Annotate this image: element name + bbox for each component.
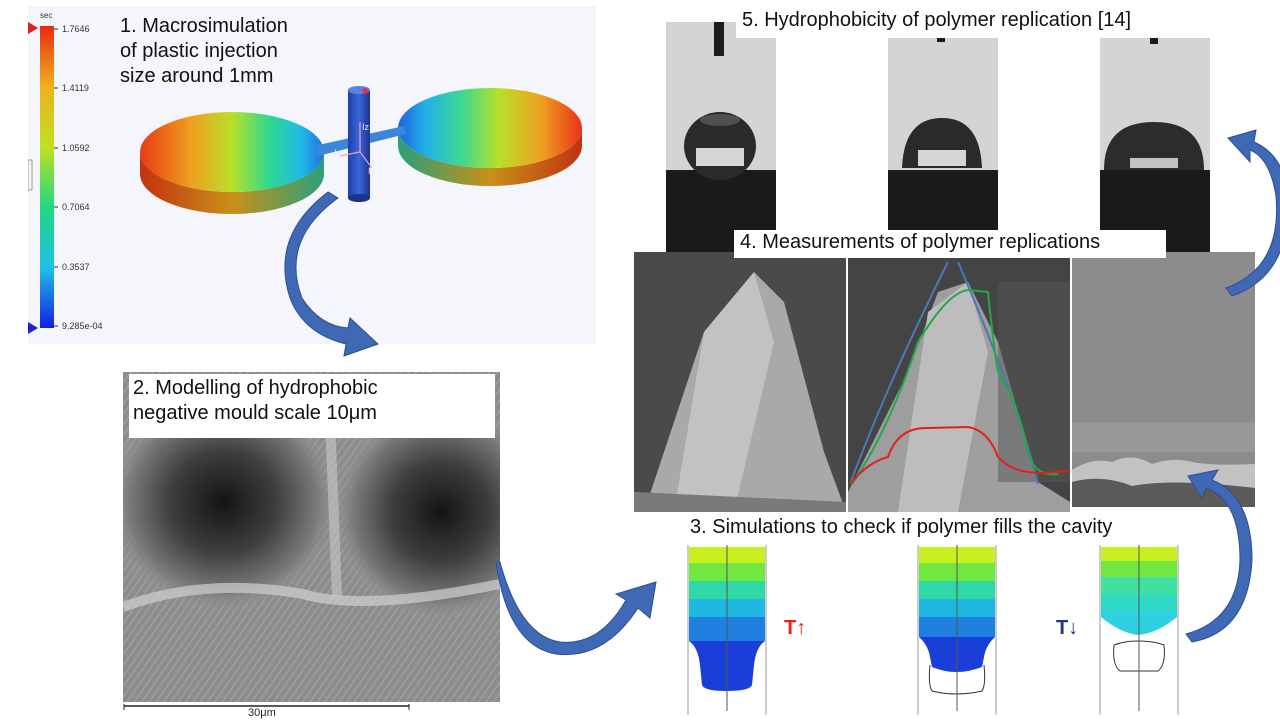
macrosimulation-render: sec 1.7646 1.4119 1.0592 0.7064 0.3537 9… [28, 11, 582, 334]
temperature-down-label: T↓ [1056, 617, 1079, 639]
colorbar-tick: 9.285e-04 [62, 321, 103, 331]
simulation-cavity-3 [1098, 545, 1180, 715]
measurement-image-2 [848, 252, 1070, 512]
caption-hydrophobicity: 5. Hydrophobicity of polymer replication… [736, 8, 1214, 38]
simulation-cavity-2 [916, 545, 998, 715]
simulation-cavity-1 [686, 545, 768, 715]
colorbar-tick: 1.0592 [62, 143, 90, 153]
colorbar-gradient [40, 26, 54, 328]
macrosimulation-panel: sec 1.7646 1.4119 1.0592 0.7064 0.3537 9… [28, 6, 596, 344]
temperature-up-label: T↑ [784, 617, 807, 639]
arrow-3-to-4 [1185, 469, 1253, 643]
colorbar-tick: 0.3537 [62, 262, 90, 272]
right-disc [398, 88, 582, 186]
colorbar-max-marker [28, 22, 38, 34]
colorbar-tick: 0.7064 [62, 202, 90, 212]
axis-label-z: Iz [362, 122, 370, 132]
profile-line-blue [849, 261, 949, 485]
scale-bar [123, 704, 410, 718]
arrow-1-to-2 [284, 191, 379, 357]
axis-triad [339, 122, 373, 169]
profile-line-green [851, 288, 1059, 485]
caption-simulations: 3. Simulations to check if polymer fills… [690, 515, 1180, 543]
injection-point [362, 88, 368, 94]
arrow-4-to-5 [1225, 129, 1280, 297]
sprue [348, 90, 370, 198]
colorbar-tick: 1.7646 [62, 24, 90, 34]
droplet-image-1 [666, 22, 776, 252]
droplet-image-3 [1100, 22, 1210, 252]
caption-measurements: 4. Measurements of polymer replications [734, 230, 1166, 258]
measurement-image-3 [1072, 252, 1255, 507]
colorbar-unit: sec [40, 11, 52, 20]
arrow-2-to-3 [495, 561, 657, 656]
axis-label-y: Iy [368, 166, 376, 176]
caption-macrosimulation: 1. Macrosimulation of plastic injection … [120, 15, 288, 87]
colorbar-tick: 1.4119 [62, 83, 89, 93]
scale-bar-label: 30μm [248, 707, 276, 719]
axis-label-x: Ix [334, 148, 342, 158]
profile-line-red [849, 425, 1070, 485]
colorbar-min-marker [28, 322, 38, 334]
caption-mould: 2. Modelling of hydrophobic negative mou… [129, 374, 495, 438]
measurement-image-1 [634, 252, 846, 512]
left-disc [140, 112, 324, 214]
